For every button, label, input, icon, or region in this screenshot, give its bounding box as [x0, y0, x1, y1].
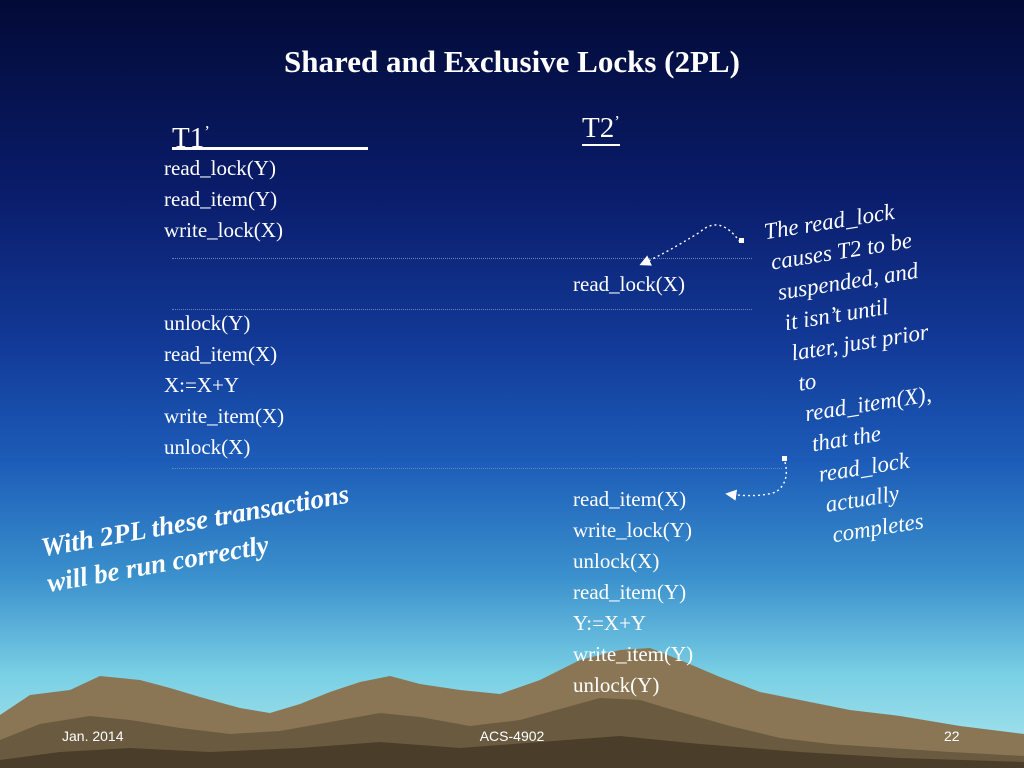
t1-steps-block-1: read_lock(Y) read_item(Y) write_lock(X) [164, 153, 283, 246]
t1-steps-block-2: unlock(Y) read_item(X) X:=X+Y write_item… [164, 308, 284, 463]
t2-step: read_item(X) [573, 487, 687, 511]
footer-page-number: 22 [944, 728, 960, 744]
t1-step: unlock(Y) [164, 311, 251, 335]
t1-header-underline [172, 147, 368, 150]
t2-step: read_lock(X) [573, 272, 685, 296]
separator-line-2 [172, 309, 752, 310]
t2-steps-block-1: read_lock(X) [573, 269, 685, 300]
separator-line-3 [172, 468, 782, 469]
footer-date: Jan. 2014 [62, 728, 124, 744]
t1-step: read_item(Y) [164, 187, 278, 211]
footer-course: ACS-4902 [479, 728, 545, 744]
arrow-bullet-2 [782, 456, 787, 461]
t2-step: read_item(Y) [573, 580, 687, 604]
mountain-ridge-shadow [0, 736, 1024, 768]
separator-line-1 [172, 258, 752, 259]
t2-step: unlock(X) [573, 549, 660, 573]
t1-step: write_lock(X) [164, 218, 283, 242]
t1-step: X:=X+Y [164, 373, 240, 397]
t2-step: unlock(Y) [573, 673, 660, 697]
t2-header-label: T2 [582, 112, 615, 144]
t1-header-mark: ’ [204, 122, 210, 141]
t2-steps-block-2: read_item(X) write_lock(Y) unlock(X) rea… [573, 484, 693, 701]
arrow-bullet-1 [739, 238, 744, 243]
t2-step: Y:=X+Y [573, 611, 647, 635]
t2-header-mark: ’ [614, 112, 620, 131]
t1-step: read_item(X) [164, 342, 278, 366]
t2-step: write_item(Y) [573, 642, 694, 666]
arrow-to-read-item [725, 461, 788, 501]
t1-step: read_lock(Y) [164, 156, 276, 180]
t1-step: unlock(X) [164, 435, 251, 459]
arrow-to-read-lock [639, 224, 741, 266]
slide-title: Shared and Exclusive Locks (2PL) [284, 44, 740, 79]
t1-step: write_item(X) [164, 404, 285, 428]
t2-step: write_lock(Y) [573, 518, 692, 542]
t2-header: T2’ [582, 106, 620, 146]
